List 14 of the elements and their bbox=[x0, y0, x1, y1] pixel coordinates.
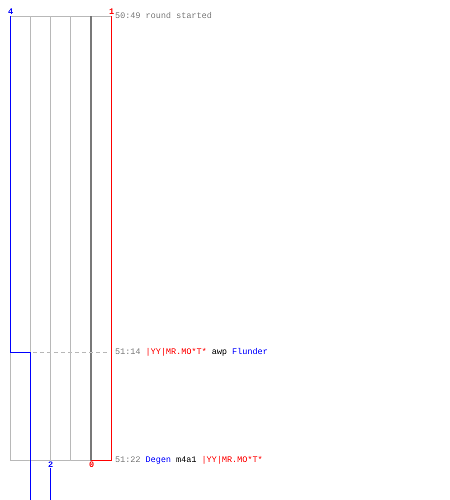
lane-number: 2 bbox=[48, 460, 54, 470]
player-name: |YY|MR.MO*T* bbox=[146, 348, 207, 356]
weapon-name: m4a1 bbox=[176, 456, 196, 464]
timestamp: 50:49 bbox=[115, 12, 141, 20]
player-name: |YY|MR.MO*T* bbox=[201, 456, 263, 464]
event-text: round started bbox=[146, 12, 212, 20]
player-name: Flunder bbox=[232, 348, 268, 356]
lane-number: 4 bbox=[8, 8, 14, 16]
lane-number: 1 bbox=[108, 8, 114, 16]
weapon-name: awp bbox=[212, 348, 228, 356]
lane-number: 0 bbox=[88, 460, 94, 470]
timestamp: 51:14 bbox=[115, 348, 141, 356]
player-name: Degen bbox=[146, 456, 172, 464]
timestamp: 51:22 bbox=[115, 456, 141, 464]
